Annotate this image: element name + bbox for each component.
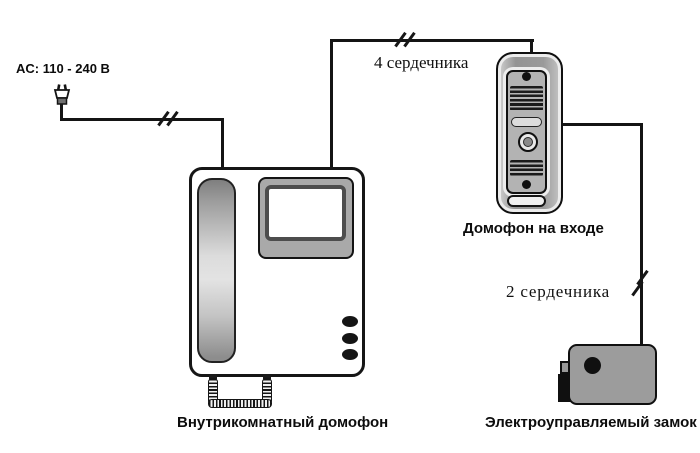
door-station-label: Домофон на входе (463, 220, 604, 237)
indoor-unit-label: Внутрикомнатный домофон (177, 414, 389, 431)
speaker-grille-lower (510, 160, 543, 176)
lock-body (568, 344, 657, 405)
screen-bezel (258, 177, 354, 259)
wire-door-right (561, 123, 642, 126)
right-cable-label: 2 сердечника (506, 282, 610, 301)
lock-label: Электроуправляемый замок (485, 414, 697, 431)
video-screen (265, 185, 346, 241)
intercom-button-1 (342, 316, 358, 327)
wire-top-horizontal (330, 39, 534, 42)
wire-ac-down-to-indoor (221, 118, 224, 169)
lock-keyhole-icon (584, 357, 601, 374)
screw-top-icon (522, 72, 531, 81)
call-button (507, 195, 546, 207)
power-plug-icon (53, 84, 71, 105)
indoor-intercom (189, 167, 365, 377)
camera-icon (518, 132, 538, 152)
lock-bolt-lower (558, 374, 571, 402)
wire-down-to-door-station (530, 39, 533, 54)
screw-bottom-icon (522, 180, 531, 189)
name-plate (511, 117, 542, 127)
ac-power-label: AC: 110 - 240 В (16, 61, 110, 76)
intercom-button-3 (342, 349, 358, 360)
door-station (496, 52, 563, 214)
handset-icon (197, 178, 236, 363)
top-cable-label: 4 сердечника (374, 53, 469, 72)
wire-plug-stem (60, 104, 63, 120)
speaker-grille-upper (510, 86, 543, 111)
wire-ac-horizontal (60, 118, 224, 121)
wire-down-to-lock (640, 123, 643, 345)
door-station-panel (506, 70, 547, 194)
intercom-button-2 (342, 333, 358, 344)
camera-lens (523, 137, 533, 147)
wire-indoor-up (330, 39, 333, 169)
